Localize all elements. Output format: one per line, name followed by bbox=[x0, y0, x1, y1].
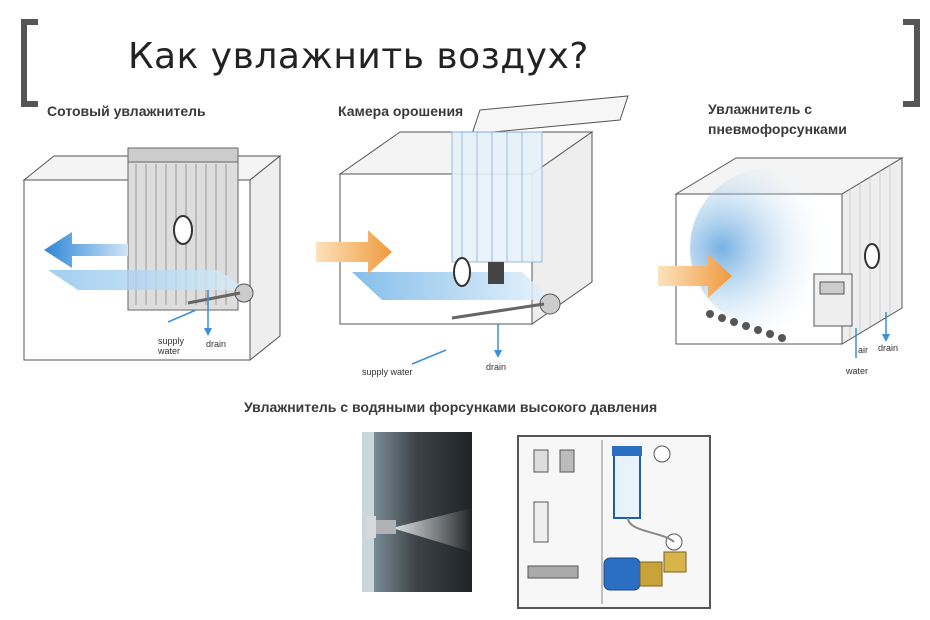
high-pressure-label: Увлажнитель с водяными форсунками высоко… bbox=[244, 399, 658, 415]
honeycomb-humidifier-label: Сотовый увлажнитель bbox=[47, 103, 206, 119]
pneumatic-air-label: air bbox=[858, 345, 869, 355]
honeycomb-humidifier-diagram bbox=[22, 147, 282, 362]
spray-chamber-diagram bbox=[316, 95, 629, 365]
high-pressure-pump-unit bbox=[517, 435, 711, 609]
pneumatic-water-label: water bbox=[846, 366, 869, 376]
high-pressure-nozzle-photo bbox=[362, 432, 472, 592]
pneumatic-label-line2: пневмофорсунками bbox=[708, 121, 847, 137]
pneumatic-humidifier-diagram bbox=[658, 157, 904, 358]
pneumatic-drain-label: drain bbox=[878, 343, 899, 353]
spray-chamber-label: Камера орошения bbox=[338, 103, 464, 119]
page-title: Как увлажнить воздух? bbox=[128, 36, 589, 77]
spray-supply-water-label: supply water bbox=[362, 367, 413, 377]
spray-drain-label: drain bbox=[486, 362, 507, 372]
pneumatic-label-line1: Увлажнитель с bbox=[708, 101, 813, 117]
honeycomb-supply-water-label: supply water bbox=[158, 336, 185, 356]
honeycomb-drain-label: drain bbox=[206, 339, 227, 349]
